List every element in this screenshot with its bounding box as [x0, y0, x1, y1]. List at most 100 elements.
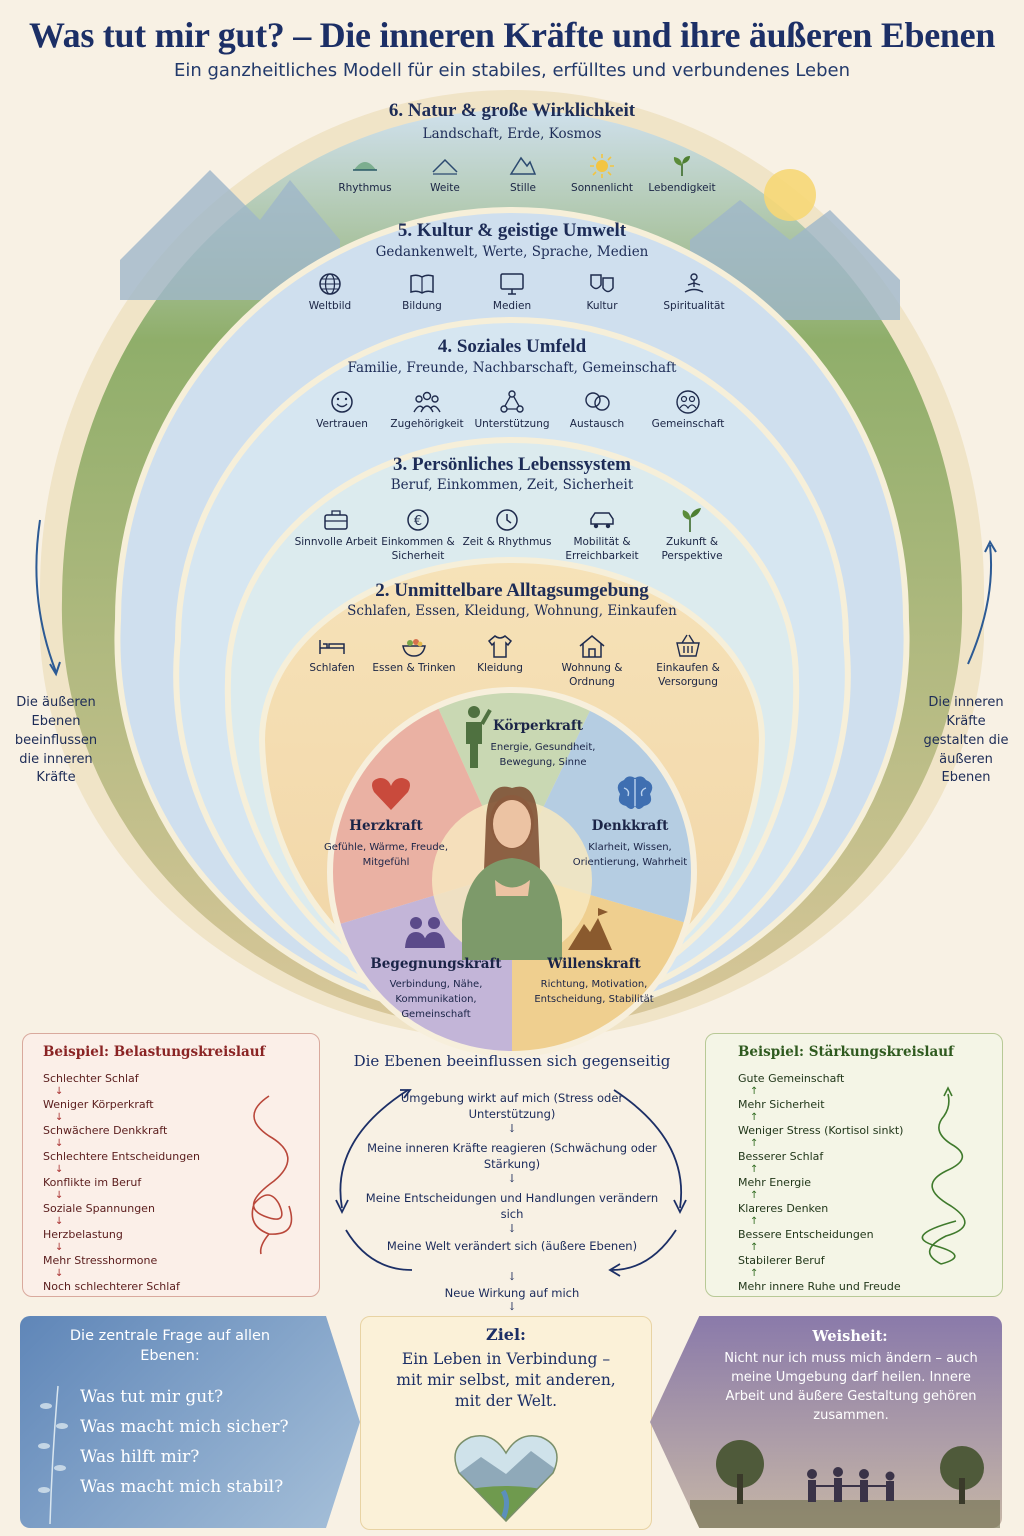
book-icon [407, 270, 437, 298]
item-weltbild: Weltbild [278, 270, 382, 314]
network-icon [497, 388, 527, 416]
frage-box: Die zentrale Frage auf allen Ebenen: Was… [20, 1316, 360, 1528]
frage-question: Was macht mich sicher? [80, 1417, 289, 1437]
house-icon [577, 632, 607, 660]
sun-icon [587, 152, 617, 180]
chain-step: Noch schlechterer Schlaf [43, 1280, 180, 1293]
people-icon [405, 917, 445, 948]
item-mobilitaet: Mobilität & Erreichbarkeit [550, 506, 654, 563]
level-3-title: 3. Persönliches Lebenssystem [392, 454, 631, 475]
wechsel-arrow: ↓ [507, 1300, 517, 1313]
chain-step: Schlechtere Entscheidungen [43, 1150, 200, 1163]
chain-arrow: ↓ [55, 1190, 64, 1201]
item-vertrauen: Vertrauen [290, 388, 394, 432]
left-side-arrow [35, 519, 57, 673]
weisheit-heading: Weisheit: [812, 1328, 888, 1345]
bed-icon [317, 632, 347, 660]
item-gemeinschaft: Gemeinschaft [636, 388, 740, 432]
level-4-title: 4. Soziales Umfeld [437, 336, 587, 357]
level-4-subtitle: Familie, Freunde, Nachbarschaft, Gemeins… [347, 360, 677, 376]
level-6-subtitle: Landschaft, Erde, Kosmos [422, 126, 602, 142]
item-spiritualitaet: Spiritualität [642, 270, 746, 314]
frage-list: Was tut mir gut?Was macht mich sicher?Wa… [80, 1382, 289, 1502]
chain-arrow: ↑ [750, 1164, 759, 1175]
basket-icon [673, 632, 703, 660]
chain-step: Konflikte im Beruf [43, 1176, 142, 1189]
chain-step: Mehr Energie [738, 1176, 812, 1189]
chain-arrow: ↑ [750, 1216, 759, 1227]
page-title: Was tut mir gut? – Die inneren Kräfte un… [28, 15, 996, 55]
flag-mountain-icon [568, 908, 612, 950]
meditation-icon [679, 270, 709, 298]
item-kleidung: Kleidung [448, 632, 552, 676]
person-icon [466, 706, 492, 768]
chain-arrow: ↓ [55, 1138, 64, 1149]
frage-question: Was hilft mir? [80, 1447, 200, 1467]
plant-icon [677, 506, 707, 534]
car-icon [587, 506, 617, 534]
chain-arrow: ↑ [750, 1086, 759, 1097]
item-bildung: Bildung [370, 270, 474, 314]
weisheit-text: Nicht nur ich muss mich ändern – auch me… [724, 1351, 978, 1423]
leaf-branch-icon [38, 1385, 68, 1525]
chain-arrow: ↑ [750, 1138, 759, 1149]
chain-step: Gute Gemeinschaft [738, 1072, 845, 1085]
chain-step: Stabilerer Beruf [738, 1254, 825, 1267]
spiral-green-icon [921, 1086, 966, 1265]
chain-step: Weniger Körperkraft [43, 1098, 154, 1111]
wechsel-arrow: ↓ [507, 1222, 517, 1235]
wechsel-arrow: ↓ [507, 1270, 517, 1283]
chain-step: Herzbelastung [43, 1228, 123, 1241]
people-holding-hands-illustration [690, 1440, 1000, 1528]
item-einkaufen: Einkaufen & Versorgung [636, 632, 740, 689]
brain-icon [617, 776, 653, 809]
level-5-subtitle: Gedankenwelt, Werte, Sprache, Medien [375, 244, 649, 260]
frage-question: Was macht mich stabil? [80, 1477, 284, 1497]
item-weite: Weite [393, 152, 497, 196]
side-text-right: Die inneren Kräfte gestalten die äußeren… [923, 695, 1009, 786]
side-text-left: Die äußeren Ebenen beeinflussen die inne… [14, 695, 98, 786]
chain-arrow: ↓ [55, 1112, 64, 1123]
svg-text:€: € [414, 514, 422, 529]
item-einkommen: € Einkommen & Sicherheit [366, 506, 470, 563]
wechsel-step-2: Meine inneren Kräfte reagieren (Schwächu… [367, 1141, 657, 1172]
chain-step: Bessere Entscheidungen [738, 1228, 874, 1241]
wechsel-step-3: Meine Entscheidungen und Handlungen verä… [365, 1191, 659, 1222]
chain-step: Klareres Denken [738, 1202, 829, 1215]
chain-step: Soziale Spannungen [43, 1202, 155, 1215]
item-zeit: Zeit & Rhythmus [455, 506, 559, 550]
chain-step: Schwächere Denkkraft [43, 1124, 168, 1137]
heart-landscape-icon [454, 1435, 558, 1523]
chain-arrow: ↑ [750, 1268, 759, 1279]
monitor-icon [497, 270, 527, 298]
wave-icon [350, 152, 380, 180]
page-subtitle: Ein ganzheitliches Modell für ein stabil… [173, 60, 851, 81]
shirt-icon [485, 632, 515, 660]
euro-icon: € [403, 506, 433, 534]
wechsel-step-4: Meine Welt verändert sich (äußere Ebenen… [386, 1239, 638, 1253]
mountain-icon [508, 152, 538, 180]
circle-people-icon [673, 388, 703, 416]
wechsel-arrow: ↓ [507, 1172, 517, 1185]
item-stille: Stille [471, 152, 575, 196]
chain-step: Besserer Schlaf [738, 1150, 824, 1163]
chain-arrow: ↑ [750, 1242, 759, 1253]
wechsel-arrow: ↓ [507, 1122, 517, 1135]
item-essen: Essen & Trinken [362, 632, 466, 676]
chain-step: Mehr innere Ruhe und Freude [738, 1280, 901, 1293]
sprout-icon [667, 152, 697, 180]
staerkung-chain: Gute Gemeinschaft↑Mehr Sicherheit↑Wenige… [738, 1072, 903, 1293]
chain-step: Schlechter Schlaf [43, 1072, 139, 1085]
item-zugehoerigkeit: Zugehörigkeit [375, 388, 479, 432]
belastung-title: Beispiel: Belastungskreislauf [43, 1044, 266, 1060]
chain-arrow: ↑ [750, 1190, 759, 1201]
chain-arrow: ↓ [55, 1216, 64, 1227]
heart-icon [372, 778, 410, 810]
cycle-arrows [335, 1089, 687, 1277]
level-5-title: 5. Kultur & geistige Umwelt [397, 220, 627, 241]
weisheit-box: Weisheit: Nicht nur ich muss mich ändern… [650, 1316, 1002, 1528]
item-rhythmus: Rhythmus [313, 152, 417, 196]
masks-icon [587, 270, 617, 298]
spiral-red-icon [251, 1095, 293, 1255]
item-wohnung: Wohnung & Ordnung [540, 632, 644, 689]
